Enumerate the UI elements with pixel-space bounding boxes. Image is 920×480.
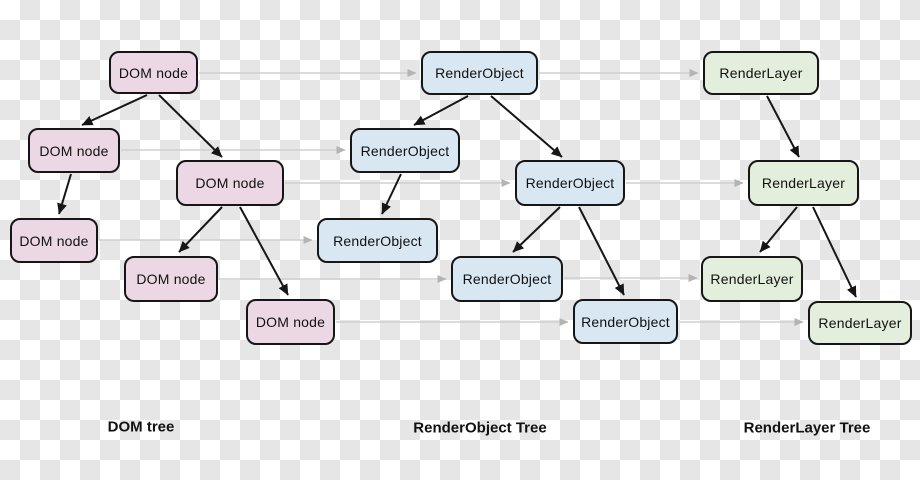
node-rl-root: RenderLayer: [703, 51, 819, 95]
tree-edge-dom-a-c: [57, 173, 72, 215]
tree-edge-dom-root-a: [81, 94, 148, 126]
node-ro-root: RenderObject: [421, 51, 538, 95]
node-dom-c: DOM node: [10, 218, 98, 263]
node-rl-c: RenderLayer: [808, 301, 912, 345]
tree-edge-dom-root-b: [158, 94, 223, 158]
tree-edge-ro-b-e: [578, 206, 625, 296]
renderlayer-tree-label: RenderLayer Tree: [743, 419, 871, 437]
tree-edge-rl-root-a: [766, 95, 800, 158]
node-dom-b: DOM node: [176, 160, 284, 206]
node-dom-d: DOM node: [124, 256, 218, 302]
node-ro-b: RenderObject: [515, 160, 625, 206]
node-dom-root: DOM node: [109, 51, 198, 94]
tree-edge-rl-a-c: [812, 206, 857, 298]
tree-edge-rl-a-b: [759, 206, 798, 253]
node-dom-a: DOM node: [28, 128, 120, 173]
tree-edge-ro-b-d: [512, 206, 561, 253]
node-ro-d: RenderObject: [451, 256, 563, 302]
node-rl-a: RenderLayer: [748, 160, 859, 206]
tree-edge-ro-root-a: [413, 95, 469, 126]
tree-edge-dom-b-e: [239, 206, 289, 296]
node-dom-e: DOM node: [246, 299, 335, 345]
node-rl-b: RenderLayer: [701, 256, 803, 302]
node-ro-c: RenderObject: [317, 218, 438, 263]
node-ro-e: RenderObject: [573, 299, 678, 344]
node-ro-a: RenderObject: [350, 128, 460, 173]
tree-edge-ro-root-b: [490, 95, 563, 158]
renderobject-tree-label: RenderObject Tree: [413, 419, 547, 437]
dom-tree-label: DOM tree: [107, 418, 175, 436]
tree-edge-ro-a-c: [381, 173, 402, 215]
tree-edge-dom-b-d: [178, 206, 223, 253]
